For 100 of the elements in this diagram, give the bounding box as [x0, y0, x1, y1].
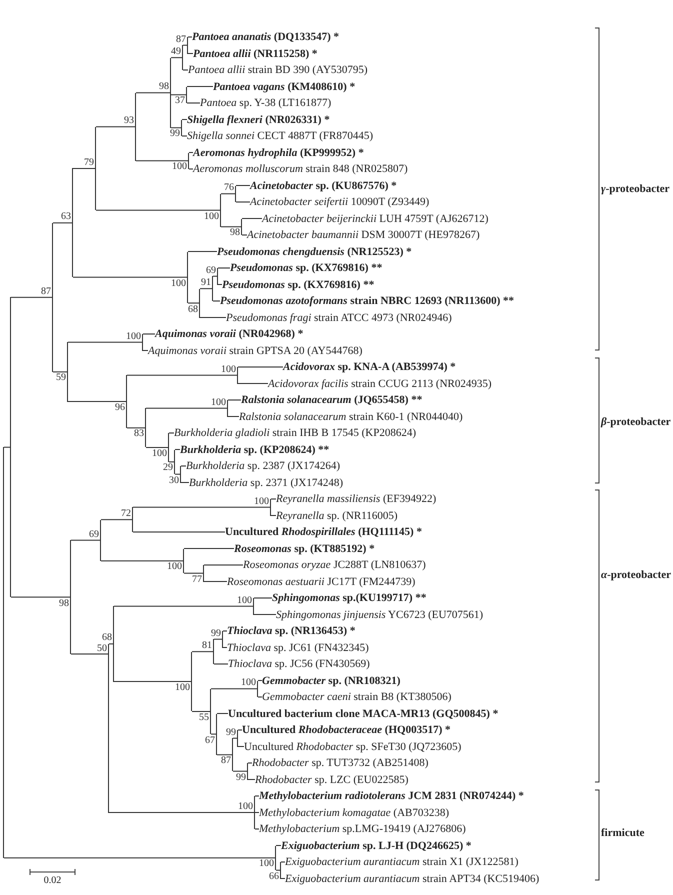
clade-line: [183, 548, 184, 574]
clade-line: [235, 186, 236, 202]
bootstrap-value: 81: [202, 640, 212, 652]
bootstrap-value: 96: [115, 402, 125, 414]
tree-branch: [222, 630, 228, 632]
clade-line: [142, 334, 143, 350]
taxon-label: Pseudomonas sp. (KX769816) **: [230, 261, 382, 275]
clade-line: [232, 738, 233, 772]
tree-branch: [10, 596, 70, 598]
bootstrap-value: 93: [124, 115, 134, 126]
clade-line: [174, 450, 175, 474]
tree-branch: [142, 350, 148, 351]
tree-branch: [180, 482, 190, 483]
tree-branch: [214, 638, 222, 640]
taxon-label: Pantoea sp. Y-38 (LT161877): [200, 96, 332, 110]
tree-branch: [170, 57, 182, 58]
tree-branch: [114, 681, 192, 682]
tree-branch: [222, 647, 228, 648]
tree-branch: [216, 713, 228, 714]
clade-line: [170, 58, 171, 128]
tree-branch: [188, 302, 200, 304]
taxon-label: Methylobacterium sp.LMG-19419 (AJ276806): [259, 822, 466, 836]
bootstrap-value: 66: [269, 870, 279, 882]
taxon-label: Roseomonas oryzae JC288T (LN810637): [243, 558, 426, 572]
tree-branch: [182, 44, 188, 46]
tree-branch: [276, 870, 280, 871]
bootstrap-value: 49: [171, 46, 181, 58]
taxon-label: Pantoea allii strain BD 390 (AY530795): [188, 63, 368, 77]
tree-branch: [212, 276, 218, 277]
clade-line: [213, 639, 214, 664]
clade-line: [108, 644, 109, 812]
taxon-label: Burkholderia sp. (KP208624) **: [180, 442, 330, 456]
bootstrap-value: 98: [159, 81, 169, 92]
taxon-label: Acinetobacter beijerinckii LUH 4759T (AJ626712): [262, 212, 488, 226]
tree-branch: [52, 222, 72, 224]
clade-line: [187, 37, 188, 54]
taxon-label: Aeromonas hydrophila (KP999952) *: [193, 146, 364, 160]
bootstrap-value: 99: [236, 772, 246, 783]
tree-branch: [270, 498, 276, 500]
tree-branch: [4, 446, 10, 448]
clade-line: [145, 408, 146, 448]
tree-branch: [188, 168, 194, 170]
clade-line: [275, 846, 276, 870]
tree-branch: [232, 770, 248, 772]
taxon-label: Thioclava sp. (NR136453) *: [227, 624, 356, 638]
tree-branch: [242, 218, 262, 219]
bootstrap-value: 100: [221, 364, 236, 375]
tree-branch: [168, 432, 174, 434]
clade-line: [253, 598, 254, 614]
clade-line: [217, 268, 218, 284]
tree-branch: [168, 461, 174, 462]
taxon-label: Uncultured Rhodospirillales (HQ111145) *: [225, 525, 422, 539]
taxon-label: Methylobacterium radiotolerans JCM 2831 (NR074244) *: [259, 789, 524, 803]
tree-branch: [204, 564, 244, 566]
tree-branch: [238, 366, 284, 368]
tree-branch: [126, 427, 146, 428]
group-label: α-proteobacter: [601, 569, 672, 582]
clade-line: [188, 152, 189, 169]
bootstrap-value: 98: [230, 227, 240, 238]
bootstrap-value: 100: [238, 801, 253, 812]
tree-branch: [100, 560, 184, 562]
tree-branch: [254, 828, 260, 830]
tree-branch: [200, 288, 212, 290]
bootstrap-value: 76: [224, 182, 234, 194]
taxon-label: Uncultured Rhodobacter sp. SFeT30 (JQ723605): [244, 740, 462, 754]
clade-line: [126, 375, 127, 428]
tree-branch: [280, 878, 286, 879]
tree-branch: [136, 92, 170, 94]
clade-line: [135, 92, 136, 161]
taxon-label: Ralstonia solanacearum (JQ655458) **: [241, 393, 422, 407]
bootstrap-value: 100: [237, 594, 252, 606]
tree-branch: [220, 193, 236, 194]
taxon-label: Reyranella massiliensis (EF394922): [276, 492, 436, 506]
clade-line: [216, 714, 217, 755]
group-label: β-proteobacter: [601, 416, 671, 429]
bootstrap-value: 99: [170, 128, 180, 140]
clade-line: [3, 447, 4, 858]
tree-branch: [170, 94, 186, 96]
bootstrap-value: 100: [172, 161, 187, 172]
taxon-label: Acidovorax sp. KNA-A (AB539974) *: [283, 360, 456, 374]
tree-branch: [174, 449, 180, 450]
taxon-label: Acinetobacter seifertii 10090T (Z93449): [250, 195, 430, 209]
clade-line: [10, 297, 11, 598]
tree-branch: [276, 845, 282, 846]
taxon-label: Ralstonia solanacearum strain K60-1 (NR044040): [239, 410, 463, 424]
bootstrap-value: 100: [152, 448, 167, 459]
tree-branch: [236, 185, 250, 186]
bootstrap-value: 91: [201, 277, 211, 288]
bootstrap-value: 59: [56, 372, 66, 384]
clade-line: [247, 763, 248, 780]
taxon-label: Pseudomonas azotoformans strain NBRC 12693 (NR113600) **: [220, 294, 514, 308]
tree-branch: [220, 226, 242, 228]
taxon-label: Pseudomonas fragi strain ATCC 4973 (NR024946): [226, 310, 452, 324]
bootstrap-value: 87: [41, 286, 51, 297]
taxon-label: Exiguobacterium aurantiacum strain APT34 (KC519406): [285, 872, 540, 886]
taxon-label: Burkholderia sp. 2387 (JX174264): [186, 459, 340, 473]
bootstrap-value: 99: [226, 726, 236, 738]
tree-branch: [210, 734, 216, 735]
bootstrap-value: 98: [59, 598, 69, 609]
taxon-label: Acinetobacter baumannii DSM 30007T (HE978267): [247, 228, 480, 242]
